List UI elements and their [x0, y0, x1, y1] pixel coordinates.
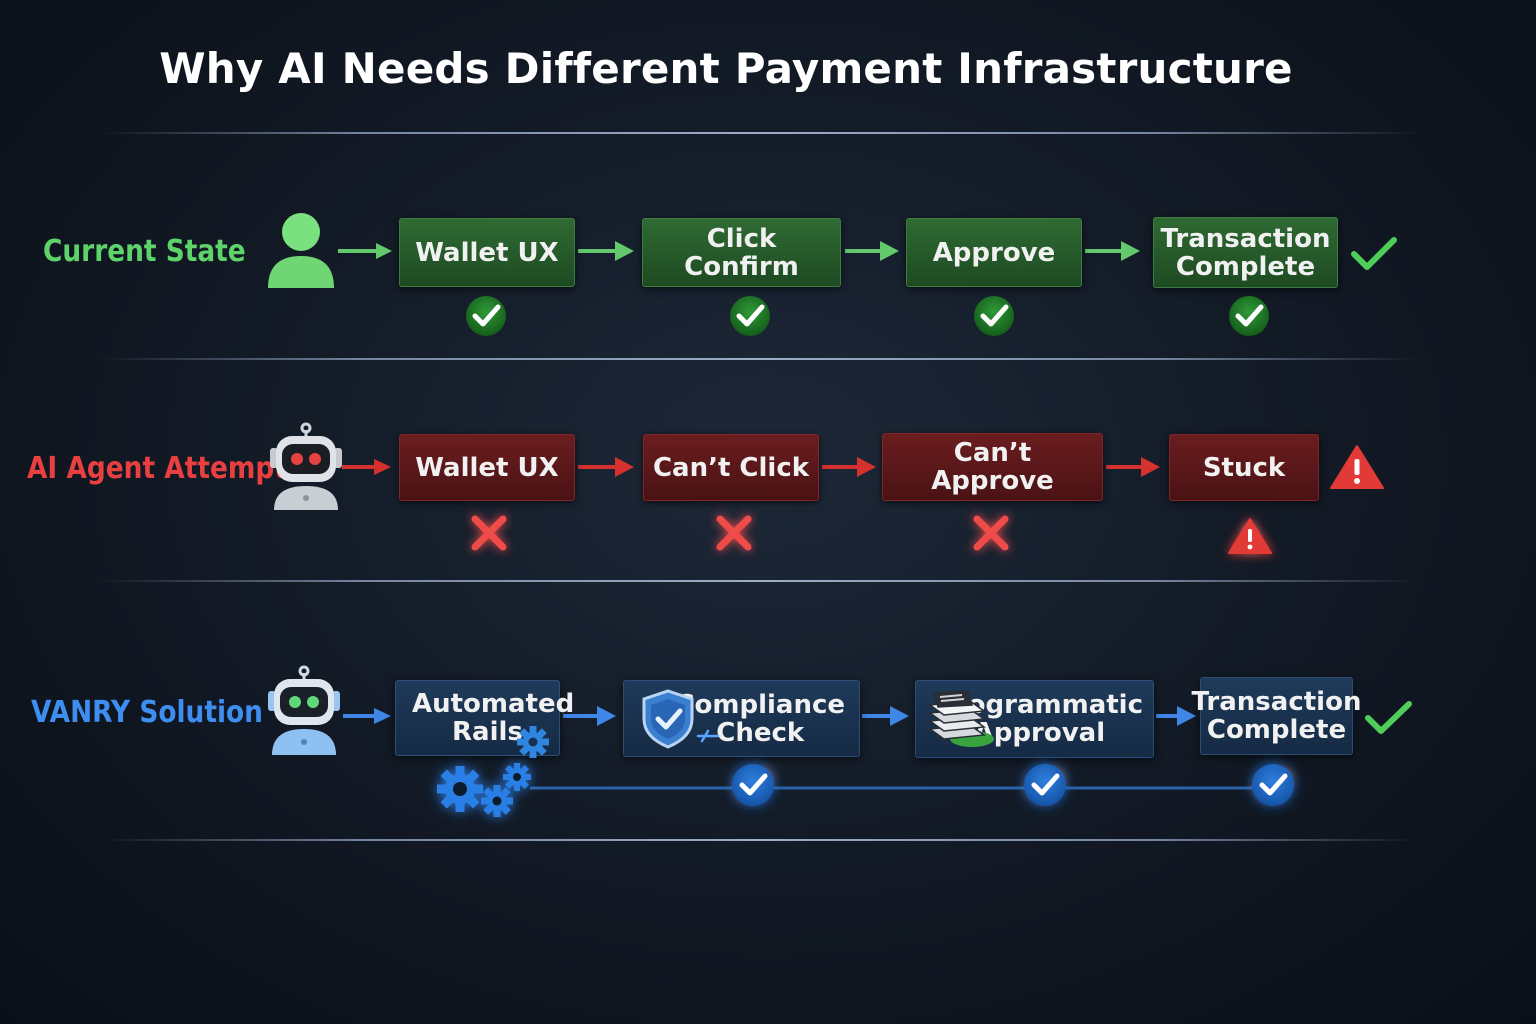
gears-icon	[437, 763, 531, 817]
page-title: Why AI Needs Different Payment Infrastru…	[159, 44, 1293, 93]
document-stack-icon	[927, 690, 994, 747]
step-label: Approve	[932, 237, 1056, 268]
check-icon	[466, 296, 506, 336]
row-label-vanry-solution: VANRY Solution	[31, 695, 263, 730]
x-icon	[471, 515, 507, 551]
step-compliance-check: Compliance Check	[623, 680, 860, 757]
step-click-confirm: Click Confirm	[642, 218, 841, 287]
step-label-line-2: Rails	[452, 717, 523, 747]
step-label: Click Confirm	[684, 223, 799, 282]
step-label-line-2: Check	[716, 717, 805, 748]
check-icon	[1252, 764, 1294, 806]
shield-icon	[642, 689, 720, 749]
step-label: Wallet UX	[415, 237, 559, 268]
row-label-current-state: Current State	[43, 234, 246, 269]
step-label-line-2: Approval	[973, 718, 1106, 748]
step-approve: Approve	[906, 218, 1082, 287]
divider-2	[100, 580, 1420, 582]
check-icon	[1024, 764, 1066, 806]
row-label-ai-agent-attempts: AI Agent Attempts	[27, 451, 303, 486]
step-transaction-complete: Transaction Complete	[1192, 677, 1361, 755]
step-label: Stuck	[1202, 452, 1286, 483]
step-wallet-ux: Wallet UX	[399, 434, 575, 501]
warning-icon	[1228, 518, 1272, 554]
step-label-line-1: Transaction	[1160, 223, 1331, 254]
check-icon	[730, 296, 770, 336]
x-icon	[973, 515, 1009, 551]
step-label-line-1: Compliance	[675, 689, 845, 720]
step-label: Can’t Click	[652, 452, 810, 483]
step-programmatic-approval: Programmatic Approval	[915, 680, 1154, 758]
step-label-line-2: Complete	[1175, 251, 1316, 282]
step-cant-approve: Can’t Approve	[882, 433, 1103, 501]
check-icon	[732, 764, 774, 806]
check-icon	[974, 296, 1014, 336]
step-label-line-2: Complete	[1206, 715, 1347, 745]
step-cant-click: Can’t Click	[643, 434, 819, 501]
checkmark-icon	[1365, 701, 1412, 734]
step-label: Wallet UX	[415, 452, 559, 483]
warning-icon	[1330, 445, 1384, 489]
check-icon	[1229, 296, 1269, 336]
robot-icon	[270, 422, 342, 510]
step-wallet-ux: Wallet UX	[399, 218, 575, 287]
checkmark-icon	[1351, 237, 1397, 270]
divider-3	[100, 839, 1420, 841]
step-label: Can’t Approve	[931, 438, 1054, 496]
robot-icon	[268, 665, 340, 755]
step-transaction-complete: Transaction Complete	[1153, 217, 1338, 288]
step-label-line-1: Automated	[412, 689, 575, 719]
gear-icon	[517, 726, 549, 758]
step-automated-rails: Automated Rails	[395, 680, 574, 758]
step-label-line-1: Transaction	[1191, 687, 1362, 717]
step-stuck: Stuck	[1169, 434, 1319, 501]
divider-1	[100, 358, 1420, 360]
x-icon	[716, 515, 752, 551]
divider-top	[100, 132, 1420, 134]
person-icon	[268, 213, 334, 288]
